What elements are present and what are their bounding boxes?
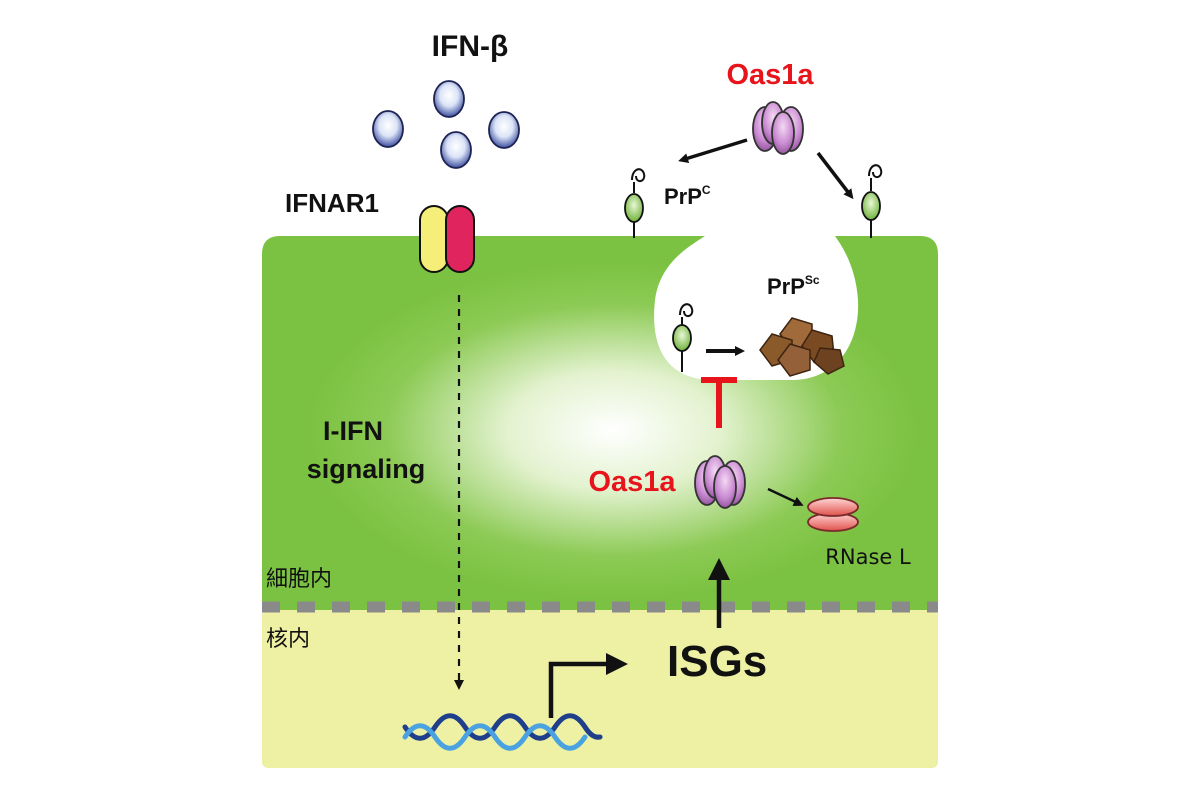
- rnase-l-icon: [807, 497, 859, 532]
- inhibition-symbol: [701, 377, 737, 428]
- prpsc-label-sup: Sc: [805, 273, 820, 287]
- prpc-label-main: PrP: [664, 184, 702, 209]
- prpc-label-sup: C: [702, 183, 711, 197]
- oas1a-to-rnasel-arrow: [767, 487, 804, 506]
- oas1a-to-prpc-left-arrow: [678, 138, 748, 164]
- prpc-label: PrPC: [664, 183, 711, 209]
- signaling-label-line1: I-IFN: [323, 416, 383, 446]
- ifn-beta-molecule: [440, 131, 472, 169]
- ifn-beta-molecule: [372, 110, 404, 148]
- prpc-vesicle-icon: [672, 303, 694, 372]
- dna-helix-icon: [402, 713, 603, 751]
- prpsc-label-main: PrP: [767, 274, 805, 299]
- ifnar1-receptor: [419, 205, 475, 273]
- ifnar1-label: IFNAR1: [285, 188, 379, 218]
- cell-cytoplasm: [262, 236, 938, 610]
- nucleus-region: [262, 610, 938, 768]
- signaling-label-line2: signaling: [307, 454, 426, 484]
- nucleus-label: 核内: [266, 627, 310, 652]
- ifn-beta-molecule: [488, 111, 520, 149]
- oas1a-to-prpc-right-arrow: [816, 151, 854, 200]
- oas1a-cytoplasm-label: Oas1a: [588, 466, 676, 498]
- prpsc-label: PrPSc: [767, 273, 820, 299]
- prpsc-aggregate-icon: [759, 317, 845, 377]
- oas1a-protein-icon: [694, 455, 746, 509]
- ifn-beta-label: IFN-β: [432, 30, 509, 63]
- cytoplasm-label: 細胞内: [266, 567, 332, 592]
- oas1a-top-label: Oas1a: [726, 59, 814, 91]
- prpc-right-icon: [861, 164, 883, 238]
- prpc-left-icon: [624, 168, 646, 238]
- ifn-beta-molecules: [372, 80, 520, 169]
- isgs-label: ISGs: [667, 637, 767, 686]
- transcription-arrow: [548, 653, 628, 718]
- ifn-beta-molecule: [433, 80, 465, 118]
- oas1a-extracellular-icon: [752, 101, 804, 155]
- rnase-l-label: RNase L: [825, 545, 911, 569]
